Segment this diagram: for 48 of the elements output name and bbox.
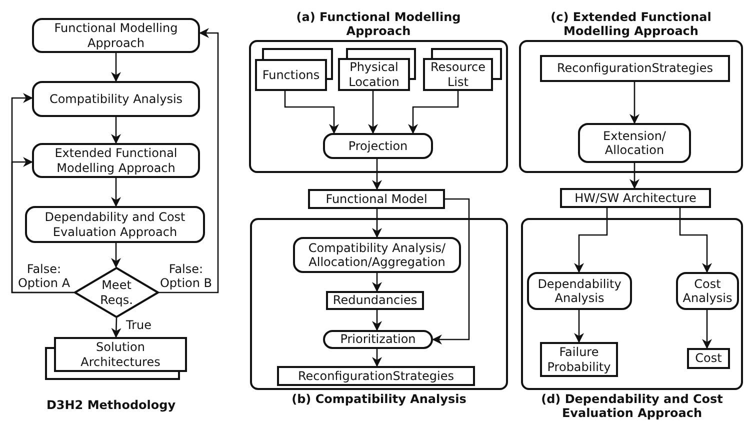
edge-label: True	[126, 318, 152, 332]
arrow	[159, 28, 219, 294]
arrow	[372, 159, 382, 190]
arrow	[284, 91, 339, 134]
process-box: Cost Analysis	[676, 272, 739, 310]
data-box: Cost	[687, 348, 730, 369]
arrow	[111, 53, 121, 82]
arrow	[372, 209, 382, 238]
panel-title: (d) Dependability and Cost Evaluation Approach	[540, 392, 724, 421]
panel-title: (c) Extended Functional Modelling Approach	[550, 10, 712, 39]
process-box: Functional Modelling Approach	[32, 18, 200, 53]
data-box: ReconfigurationStrategies	[540, 55, 730, 82]
arrow	[111, 243, 121, 268]
data-box: Functional Model	[308, 189, 445, 209]
process-box: Extended Functional Modelling Approach	[32, 143, 200, 178]
data-box: ReconfigurationStrategies	[277, 366, 475, 386]
process-box: Dependability Analysis	[527, 272, 632, 310]
arrow	[574, 310, 584, 343]
arrow	[432, 198, 470, 344]
edge-label: False: Option A	[16, 262, 72, 291]
arrow	[111, 178, 121, 207]
process-box: Compatibility Analysis	[32, 81, 200, 117]
edge-label: False: Option B	[158, 262, 214, 291]
arrow	[368, 91, 378, 134]
process-box: Extension/ Allocation	[578, 123, 691, 163]
arrow	[630, 163, 640, 189]
process-box: Dependability and Cost Evaluation Approach	[25, 206, 205, 243]
arrow	[372, 273, 382, 292]
arrow	[679, 208, 712, 273]
panel-title: (b) Compatibility Analysis	[290, 392, 468, 406]
process-box: Prioritization	[323, 330, 433, 349]
decision-diamond: Meet Reqs.	[74, 267, 159, 318]
figure-caption: D3H2 Methodology	[45, 398, 177, 412]
arrow	[574, 208, 608, 273]
panel-title: (a) Functional Modelling Approach	[295, 10, 462, 39]
data-box: Redundancies	[326, 291, 424, 310]
arrow	[111, 318, 122, 338]
process-box: Projection	[323, 133, 433, 159]
arrow	[702, 310, 712, 349]
arrow	[11, 157, 74, 294]
arrow	[372, 310, 382, 331]
arrow	[630, 82, 640, 124]
arrow	[372, 349, 382, 367]
data-box: Failure Probability	[540, 342, 618, 377]
process-box: Compatibility Analysis/ Allocation/Aggregation	[293, 237, 461, 273]
arrow	[111, 117, 121, 144]
arrow	[408, 91, 459, 134]
data-box: HW/SW Architecture	[560, 188, 711, 208]
